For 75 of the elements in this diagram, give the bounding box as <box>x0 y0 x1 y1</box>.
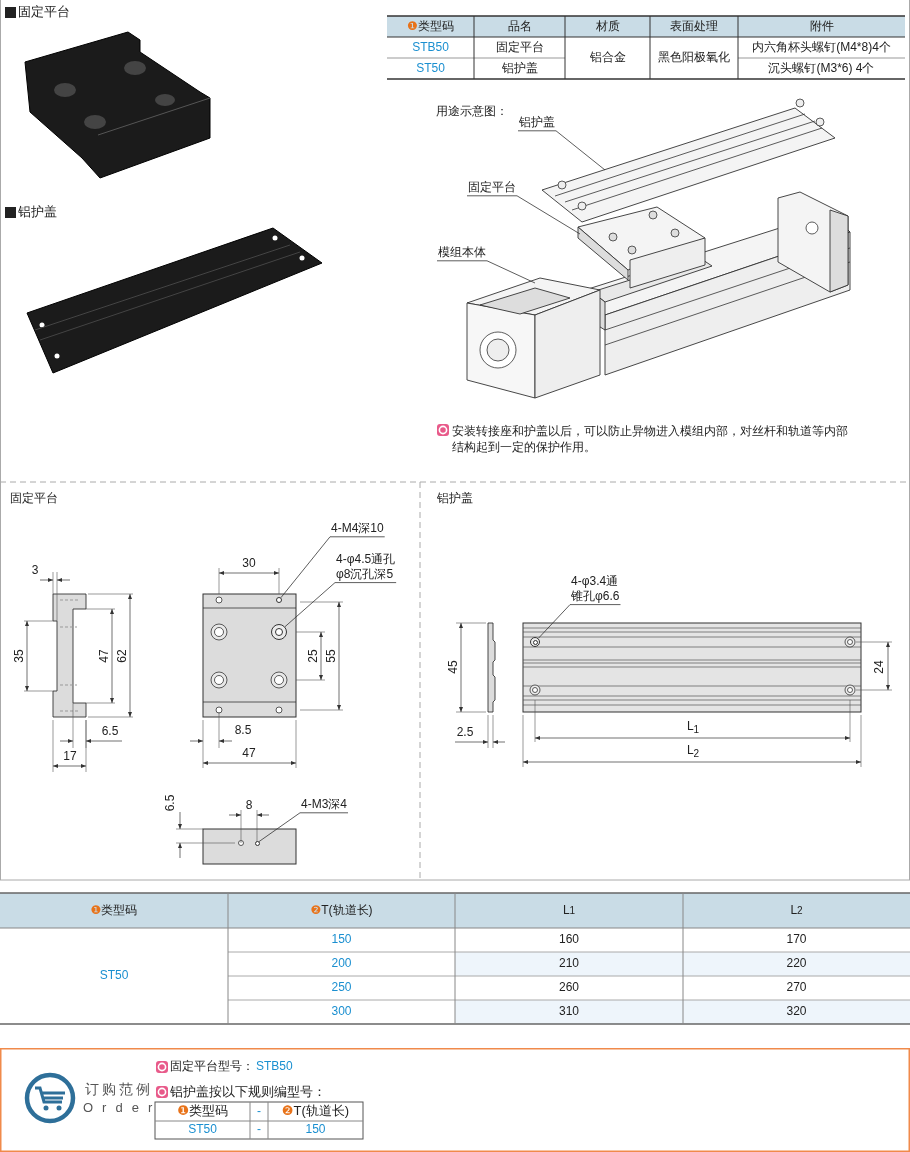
table-value: 300 <box>330 1003 353 1021</box>
heading-text: 铝护盖 <box>18 205 57 220</box>
dimension-text: 30 <box>242 557 256 571</box>
hole <box>254 840 260 846</box>
dimension-text: 6.5 <box>101 725 119 739</box>
dimension-text: 45 <box>447 660 461 674</box>
leader-line <box>280 536 386 599</box>
table-value: 250 <box>330 979 353 997</box>
table-value: ST50 <box>415 59 446 77</box>
heading-text: 固定平台 <box>18 5 70 20</box>
callout-text: φ8沉孔深5 <box>335 567 395 583</box>
table-value: 固定平台 <box>494 38 545 56</box>
heading-text: 铝护盖 <box>437 492 473 506</box>
callout-text: 4-φ3.4通 <box>570 575 620 590</box>
label-text: STB50 <box>256 1060 293 1074</box>
dimension-text: 8 <box>245 799 253 813</box>
table-value: 160 <box>558 931 580 949</box>
table-value: STB50 <box>411 38 450 56</box>
leader-line <box>258 812 349 842</box>
dimension-text: L$_{1}$ <box>686 720 700 736</box>
table-cell: 220 <box>683 952 910 976</box>
table-value: 270 <box>785 979 808 997</box>
dimension-text: 25 <box>307 649 321 663</box>
table-value: - <box>256 1102 262 1120</box>
dimension-text: 8.5 <box>234 724 252 738</box>
dimension-text: 62 <box>116 649 130 663</box>
table-cell: 310 <box>455 1000 683 1024</box>
heading-text: 铝护盖按以下规则编型号： <box>170 1085 326 1100</box>
callout-text: 固定平台 <box>467 181 517 196</box>
leader-line <box>284 582 397 628</box>
hole <box>276 597 282 603</box>
callout-text: 锥孔φ6.6 <box>570 589 621 605</box>
callout-text: 4-M4深10 <box>330 522 385 537</box>
table-value: 铝护盖 <box>500 59 539 77</box>
table-value: ❶类型码 <box>176 1102 229 1121</box>
label-text: 用途示意图： <box>436 105 508 119</box>
dimension-text: 47 <box>242 747 256 761</box>
dimension-text: 35 <box>13 649 27 663</box>
dimension-text: 55 <box>325 649 339 663</box>
callout-text: 铝护盖 <box>518 116 556 131</box>
callout-text: 4-φ4.5通孔 <box>335 553 397 568</box>
dimension-text: 17 <box>63 750 77 764</box>
leader-line <box>517 130 606 171</box>
dimension-text: 24 <box>873 660 887 674</box>
dimension-text: 2.5 <box>456 726 474 740</box>
dimension-text: 3 <box>31 564 39 578</box>
dimension-text: L$_{2}$ <box>686 744 700 760</box>
table-value: 黑色阳极氧化 <box>657 49 731 67</box>
label-text: 固定平台型号： <box>170 1060 254 1074</box>
table-value: ST50 <box>98 967 130 985</box>
table-value: 170 <box>785 931 808 949</box>
table-value: 沉头螺钉(M3*6) 4个 <box>767 59 876 77</box>
table-value: 260 <box>558 979 580 997</box>
table-value: 200 <box>330 955 353 973</box>
table-value: - <box>256 1121 262 1139</box>
dimension-text: 47 <box>98 649 112 663</box>
table-value: 内六角杯头螺钉(M4*8)4个 <box>751 38 892 56</box>
heading-text: 订购范例 <box>85 1081 153 1098</box>
leader-line <box>466 195 581 235</box>
table-value: ST50 <box>187 1121 218 1139</box>
table-value: 150 <box>304 1121 327 1139</box>
table-cell: 320 <box>683 1000 910 1024</box>
leader-line <box>436 260 536 284</box>
heading-text: 固定平台 <box>10 492 58 506</box>
leader-line <box>538 604 621 639</box>
callout-text: 4-M3深4 <box>300 798 348 813</box>
dimension-text: 6.5 <box>164 794 178 812</box>
heading-text: Order <box>83 1101 162 1116</box>
table-value: 150 <box>330 931 353 949</box>
callout-text: 模组本体 <box>437 246 487 261</box>
note-text: 安装转接座和护盖以后，可以防止异物进入模组内部，对丝杆和轨道等内部结构起到一定的保护作用。 <box>452 423 849 455</box>
table-value: 铝合金 <box>588 49 627 67</box>
table-value: ❷T(轨道长) <box>280 1102 351 1121</box>
hole <box>530 637 540 647</box>
table-cell: 210 <box>455 952 683 976</box>
